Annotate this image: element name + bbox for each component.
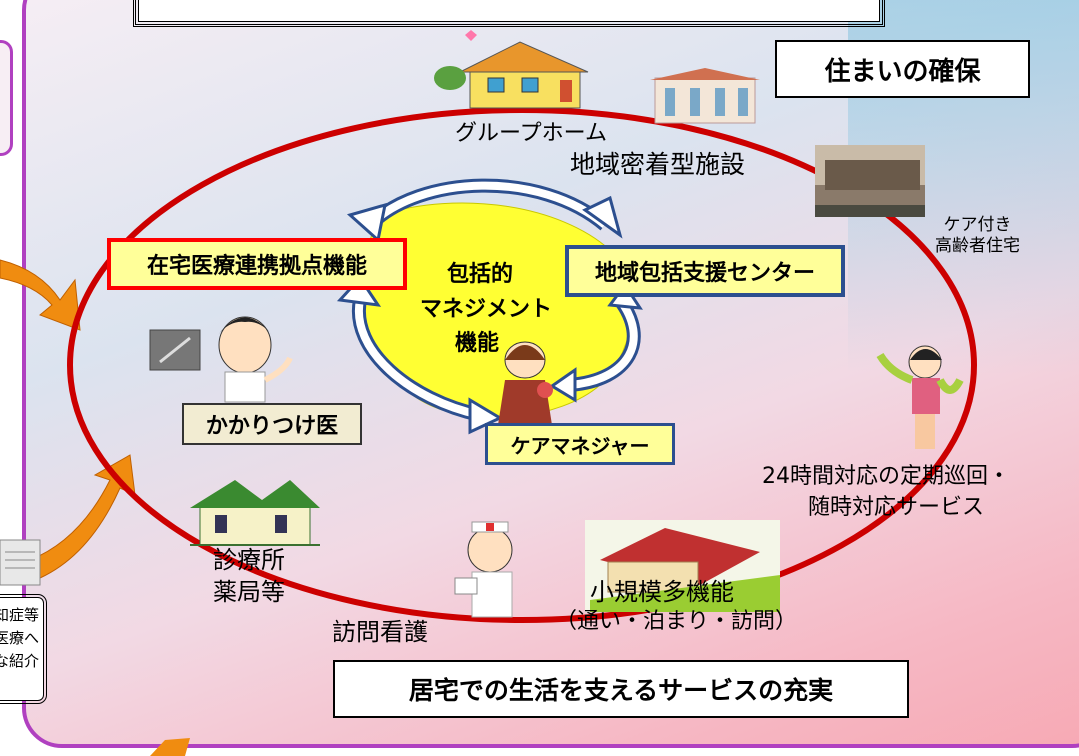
orange-arrow-bottom <box>150 738 190 756</box>
left-note-line-2: 医療へ <box>0 629 39 647</box>
round-the-clock-label-2: 随時対応サービス <box>808 495 985 520</box>
management-label-3: 機能 <box>455 331 500 356</box>
care-manager-label: ケアマネジャー <box>510 433 650 458</box>
support-center-box: 地域包括支援センター <box>565 245 845 297</box>
left-note-line-1: 知症等 <box>0 606 39 624</box>
family-doctor-box: かかりつけ医 <box>182 403 362 445</box>
group-home-label: グループホーム <box>455 121 608 146</box>
left-panel-edge <box>0 40 13 156</box>
housing-title: 住まいの確保 <box>824 56 981 87</box>
clinic-label-1: 診療所 <box>213 546 285 574</box>
care-manager-illustration <box>498 341 553 425</box>
doctor-illustration <box>149 316 293 403</box>
round-the-clock-label-1: 24時間対応の定期巡回・ <box>762 464 1010 489</box>
home-medical-box: 在宅医療連携拠点機能 <box>107 238 407 290</box>
management-label-2: マネジメント <box>420 297 553 322</box>
management-label-1: 包括的 <box>447 262 514 287</box>
community-facility-label: 地域密着型施設 <box>570 150 746 179</box>
housing-title-box: 住まいの確保 <box>775 40 1030 98</box>
title-box <box>133 0 885 27</box>
support-center-label: 地域包括支援センター <box>594 261 815 286</box>
visiting-nursing-label: 訪問看護 <box>332 618 428 646</box>
small-multi-sub-label: （通い・泊まり・訪問） <box>555 609 798 634</box>
clinic-illustration <box>190 480 320 546</box>
clinic-label-2: 薬局等 <box>213 578 285 606</box>
footer-title-box: 居宅での生活を支えるサービスの充実 <box>333 660 909 718</box>
small-multi-house-illustration <box>585 520 780 612</box>
care-manager-box: ケアマネジャー <box>485 423 675 465</box>
facility-building-illustration <box>650 68 760 124</box>
small-multi-label: 小規模多機能 <box>590 578 734 606</box>
footer-title: 居宅での生活を支えるサービスの充実 <box>408 676 834 705</box>
left-note-box: 知症等 医療へ な紹介 <box>0 594 47 704</box>
elderly-housing-photo <box>815 145 925 217</box>
home-medical-label: 在宅医療連携拠点機能 <box>146 254 367 279</box>
elderly-housing-label: ケア付き 高齢者住宅 <box>935 215 1020 256</box>
home-helper-illustration <box>876 345 964 449</box>
orange-arrow-top <box>0 259 81 331</box>
newspaper-illustration <box>0 539 41 586</box>
orange-arrow-mid <box>29 454 136 579</box>
community-ellipse <box>67 107 977 623</box>
group-home-illustration <box>434 30 589 109</box>
nurse-illustration <box>454 521 513 618</box>
left-note-line-3: な紹介 <box>0 652 39 670</box>
family-doctor-label: かかりつけ医 <box>205 414 339 439</box>
